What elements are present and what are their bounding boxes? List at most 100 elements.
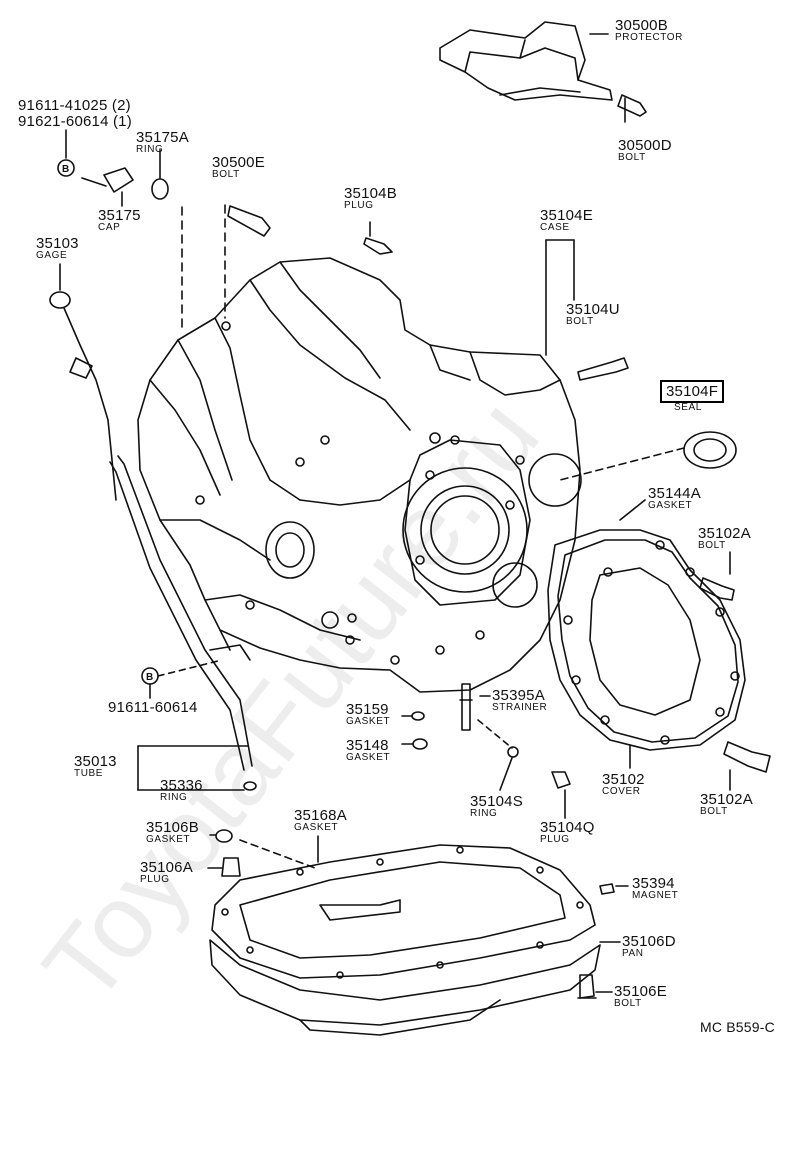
part-number: 91611-41025 (2) <box>18 97 131 114</box>
part-name: PLUG <box>140 874 170 885</box>
part-number: 30500B <box>615 17 668 34</box>
label-35106D[interactable]: 35106D PAN <box>622 934 676 959</box>
part-name: GASKET <box>346 716 391 727</box>
label-35104E[interactable]: 35104E CASE <box>540 208 593 233</box>
part-name: PAN <box>622 948 644 959</box>
diagram-code: MC B559-C <box>700 1019 775 1035</box>
label-35104S[interactable]: 35104S RING <box>470 794 523 819</box>
part-name: PLUG <box>344 200 374 211</box>
part-name: RING <box>470 808 498 819</box>
part-number: 91621-60614 (1) <box>18 113 132 130</box>
label-35106B[interactable]: 35106B GASKET <box>146 820 199 845</box>
part-name: CASE <box>540 222 570 233</box>
cover-35102 <box>557 539 740 745</box>
part-number: 35159 <box>346 701 389 718</box>
part-name: COVER <box>602 786 641 797</box>
label-91621-60614[interactable]: 91621-60614 (1) <box>18 114 132 129</box>
part-name: RING <box>160 792 188 803</box>
part-name: GASKET <box>294 822 339 833</box>
part-number: 30500E <box>212 154 265 171</box>
label-30500B[interactable]: 30500B PROTECTOR <box>615 18 683 43</box>
part-number: 35336 <box>160 777 203 794</box>
part-number: 35104S <box>470 793 523 810</box>
part-number-highlighted: 35104F <box>660 380 725 403</box>
part-name: SEAL <box>674 402 702 413</box>
part-name: BOLT <box>614 998 642 1009</box>
cap-35175 <box>57 159 169 200</box>
part-name: BOLT <box>618 152 646 163</box>
part-number: 91611-60614 <box>108 699 198 716</box>
part-name: BOLT <box>212 169 240 180</box>
label-35336[interactable]: 35336 RING <box>160 778 203 803</box>
part-number: 35175 <box>98 207 141 224</box>
label-35168A[interactable]: 35168A GASKET <box>294 808 347 833</box>
label-35104U[interactable]: 35104U BOLT <box>566 302 620 327</box>
part-name: CAP <box>98 222 121 233</box>
part-name: PROTECTOR <box>615 32 683 43</box>
part-number: 35395A <box>492 687 545 704</box>
pan-35106D <box>209 846 601 1036</box>
plug-35104B <box>363 237 393 255</box>
label-91611-60614[interactable]: 91611-60614 <box>108 700 198 715</box>
label-35395A[interactable]: 35395A STRAINER <box>492 688 547 713</box>
gasket-35159 <box>411 711 425 721</box>
part-number: 35168A <box>294 807 347 824</box>
plug-35106A <box>221 857 241 877</box>
part-number: 35104U <box>566 301 620 318</box>
label-30500D[interactable]: 30500D BOLT <box>618 138 672 163</box>
protector-part <box>439 21 613 101</box>
case-35104E <box>137 257 582 693</box>
part-name: MAGNET <box>632 890 679 901</box>
part-name: BOLT <box>700 806 728 817</box>
part-number: 35102 <box>602 771 645 788</box>
label-35103[interactable]: 35103 GAGE <box>36 236 79 261</box>
bolt-30500D <box>617 94 647 117</box>
label-91611-41025[interactable]: 91611-41025 (2) <box>18 98 131 113</box>
bolt-35102A-upper <box>699 577 735 601</box>
part-name: RING <box>136 144 164 155</box>
gasket-35168A <box>211 844 596 979</box>
label-35102A-upper[interactable]: 35102A BOLT <box>698 526 751 551</box>
bolt-30500E <box>227 205 271 237</box>
label-35106A[interactable]: 35106A PLUG <box>140 860 193 885</box>
label-30500E[interactable]: 30500E BOLT <box>212 155 265 180</box>
part-number: 35104Q <box>540 819 595 836</box>
part-number: 35175A <box>136 129 189 146</box>
label-35144A[interactable]: 35144A GASKET <box>648 486 701 511</box>
label-35104F[interactable]: 35104F SEAL <box>660 380 725 413</box>
label-35148[interactable]: 35148 GASKET <box>346 738 390 763</box>
part-number: 35104E <box>540 207 593 224</box>
part-number: 30500D <box>618 137 672 154</box>
part-name: GASKET <box>648 500 693 511</box>
label-35106E[interactable]: 35106E BOLT <box>614 984 667 1009</box>
part-name: BOLT <box>698 540 726 551</box>
part-number: 35013 <box>74 753 117 770</box>
part-number: 35148 <box>346 737 389 754</box>
part-name: GASKET <box>146 834 191 845</box>
plug-35104Q <box>551 771 571 789</box>
part-number: 35144A <box>648 485 701 502</box>
callout-marker-top: B <box>62 164 69 175</box>
label-35104B[interactable]: 35104B PLUG <box>344 186 397 211</box>
strainer-35395A <box>459 683 473 731</box>
label-35104Q[interactable]: 35104Q PLUG <box>540 820 595 845</box>
label-35013[interactable]: 35013 TUBE <box>74 754 117 779</box>
gasket-35148 <box>412 738 428 750</box>
part-number: 35103 <box>36 235 79 252</box>
bolt-35104U <box>577 357 629 381</box>
label-35102[interactable]: 35102 COVER <box>602 772 645 797</box>
callout-marker-bottom: B <box>146 672 153 683</box>
label-35102A-lower[interactable]: 35102A BOLT <box>700 792 753 817</box>
label-35394[interactable]: 35394 MAGNET <box>632 876 678 901</box>
part-number: 35394 <box>632 875 675 892</box>
part-number: 35102A <box>698 525 751 542</box>
part-name: GAGE <box>36 250 68 261</box>
label-35175[interactable]: 35175 CAP <box>98 208 141 233</box>
part-number: 35102A <box>700 791 753 808</box>
gasket-35106B <box>215 829 233 843</box>
label-35159[interactable]: 35159 GASKET <box>346 702 390 727</box>
label-35175A[interactable]: 35175A RING <box>136 130 189 155</box>
bolt-35102A-lower <box>723 741 771 773</box>
